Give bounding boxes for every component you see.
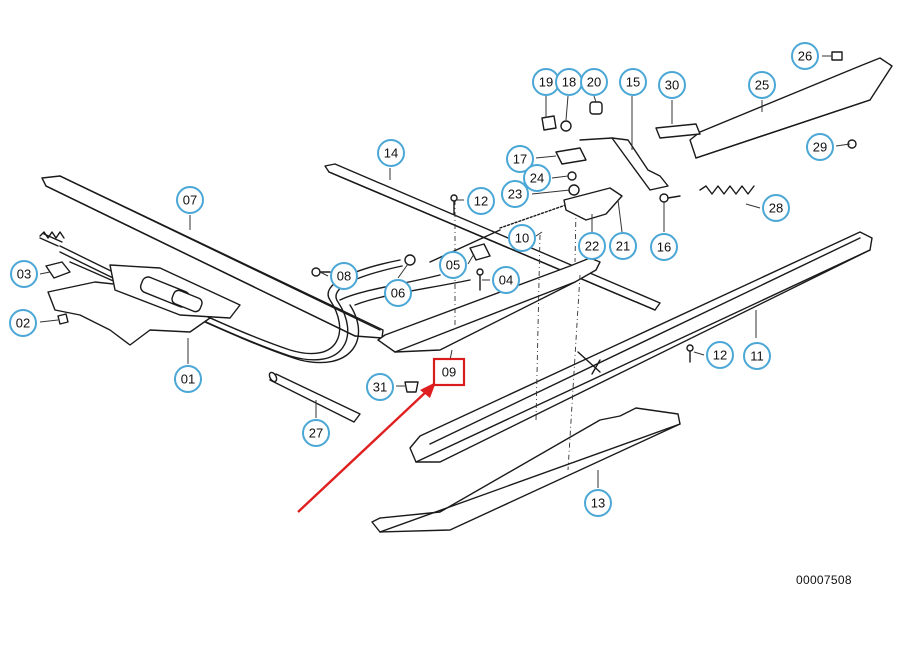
small-fasteners — [541, 101, 681, 203]
svg-text:05: 05 — [446, 258, 460, 273]
svg-text:17: 17 — [513, 152, 527, 167]
catalog-number: 00007508 — [796, 573, 852, 587]
lever-mechanism-15 — [579, 137, 669, 191]
callout-04[interactable]: 04 — [492, 266, 520, 294]
svg-text:14: 14 — [384, 146, 398, 161]
svg-text:20: 20 — [587, 75, 601, 90]
callout-17[interactable]: 17 — [506, 145, 534, 173]
slider-30 — [655, 123, 701, 139]
svg-text:30: 30 — [665, 78, 679, 93]
svg-text:18: 18 — [562, 75, 576, 90]
svg-text:10: 10 — [515, 231, 529, 246]
svg-text:04: 04 — [499, 273, 513, 288]
svg-text:31: 31 — [373, 380, 387, 395]
callout-07[interactable]: 07 — [176, 186, 204, 214]
highlight-arrow — [297, 382, 436, 513]
nut-02 — [57, 313, 69, 325]
svg-text:01: 01 — [181, 372, 195, 387]
svg-text:16: 16 — [657, 240, 671, 255]
callout-05[interactable]: 05 — [439, 251, 467, 279]
callout-11[interactable]: 11 — [743, 342, 771, 370]
callout-02[interactable]: 02 — [9, 309, 37, 337]
callout-24[interactable]: 24 — [523, 164, 551, 192]
screw-08 — [311, 267, 331, 277]
screw-12 — [450, 194, 694, 363]
callout-30[interactable]: 30 — [658, 71, 686, 99]
svg-text:25: 25 — [755, 78, 769, 93]
svg-text:07: 07 — [183, 193, 197, 208]
callout-09-highlighted[interactable]: 09 — [432, 357, 466, 387]
svg-text:08: 08 — [337, 269, 351, 284]
screw-04 — [476, 268, 484, 291]
svg-text:12: 12 — [713, 348, 727, 363]
svg-text:02: 02 — [16, 316, 30, 331]
callout-15[interactable]: 15 — [619, 68, 647, 96]
callout-18[interactable]: 18 — [555, 68, 583, 96]
callout-23[interactable]: 23 — [501, 180, 529, 208]
svg-text:21: 21 — [616, 239, 630, 254]
callout-06[interactable]: 06 — [384, 279, 412, 307]
svg-text:29: 29 — [813, 140, 827, 155]
callout-03[interactable]: 03 — [10, 260, 38, 288]
callout-14[interactable]: 14 — [377, 139, 405, 167]
callout-22[interactable]: 22 — [578, 232, 606, 260]
svg-text:06: 06 — [391, 286, 405, 301]
drain-hose — [268, 371, 361, 423]
spring-28 — [699, 185, 755, 195]
callout-01[interactable]: 01 — [174, 365, 202, 393]
screw-26 — [831, 51, 843, 61]
clip-05 — [469, 243, 491, 261]
svg-text:26: 26 — [798, 49, 812, 64]
svg-text:11: 11 — [750, 349, 764, 364]
svg-text:03: 03 — [17, 267, 31, 282]
callouts: 26 19 18 20 15 30 25 29 14 17 24 23 07 1… — [9, 42, 834, 517]
svg-text:09: 09 — [442, 365, 456, 380]
drive-motor-assembly — [39, 231, 241, 346]
callout-21[interactable]: 21 — [609, 232, 637, 260]
pivot-bracket — [563, 187, 623, 221]
callout-08[interactable]: 08 — [330, 262, 358, 290]
svg-text:24: 24 — [530, 171, 544, 186]
clip-06 — [404, 254, 416, 266]
callout-26[interactable]: 26 — [791, 42, 819, 70]
svg-text:15: 15 — [626, 75, 640, 90]
parts-drawing — [39, 51, 893, 533]
svg-text:13: 13 — [591, 496, 605, 511]
guide-rail-13 — [371, 407, 681, 533]
callout-27[interactable]: 27 — [302, 419, 330, 447]
callout-28[interactable]: 28 — [762, 194, 790, 222]
deflector-arm-25 — [689, 57, 893, 159]
guide-rail-11 — [409, 231, 873, 463]
callout-13[interactable]: 13 — [584, 489, 612, 517]
callout-16[interactable]: 16 — [650, 233, 678, 261]
guide-plate-09 — [377, 257, 601, 353]
svg-text:19: 19 — [539, 75, 553, 90]
svg-text:27: 27 — [309, 426, 323, 441]
svg-text:22: 22 — [585, 239, 599, 254]
svg-text:12: 12 — [474, 194, 488, 209]
guide-rail-upper — [41, 175, 384, 339]
nut-31 — [404, 381, 419, 393]
callout-25[interactable]: 25 — [748, 71, 776, 99]
rear-cross-bar — [324, 163, 661, 311]
bracket-03 — [45, 261, 71, 279]
svg-text:23: 23 — [508, 187, 522, 202]
svg-text:28: 28 — [769, 201, 783, 216]
callout-20[interactable]: 20 — [580, 68, 608, 96]
callout-12-lower[interactable]: 12 — [706, 341, 734, 369]
callout-10[interactable]: 10 — [508, 224, 536, 252]
callout-12-upper[interactable]: 12 — [467, 187, 495, 215]
callout-31[interactable]: 31 — [366, 373, 394, 401]
callout-29[interactable]: 29 — [806, 133, 834, 161]
